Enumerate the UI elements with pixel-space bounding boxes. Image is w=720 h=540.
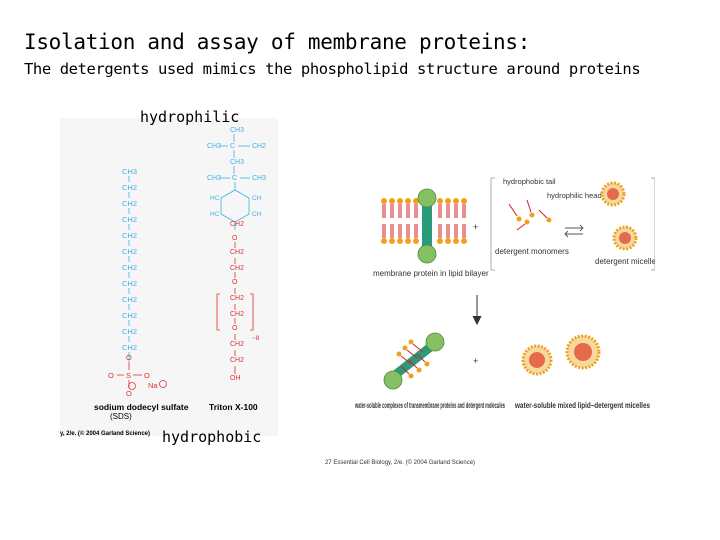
- sds-chain-atom: CH2: [122, 247, 137, 256]
- sds-chain-atom: CH2: [122, 215, 137, 224]
- right-figure-credit: 27 Essential Cell Biology, 2/e. (© 2004 …: [325, 459, 475, 466]
- svg-text:water-soluble mixed lipid–dete: water-soluble mixed lipid–detergent mice…: [514, 401, 650, 410]
- sds-abbrev: (SDS): [110, 412, 132, 421]
- svg-text:CH: CH: [252, 195, 262, 202]
- svg-text:Na: Na: [148, 381, 158, 390]
- triton-chain-atom: CH2: [230, 295, 244, 302]
- detergent-monomers-label: detergent monomers: [495, 247, 569, 256]
- svg-text:CH3: CH3: [230, 159, 244, 166]
- sds-chain-atom: CH2: [122, 327, 137, 336]
- mixed-micelles-label: water-soluble mixed lipid–detergent mice…: [514, 401, 650, 410]
- triton-chain-atom: OH: [230, 375, 241, 382]
- sds-sulfate-head: O S O O O Na: [108, 353, 167, 398]
- triton-chain-atom: CH2: [230, 249, 244, 256]
- sds-chain-atom: CH3: [122, 167, 137, 176]
- sds-chain: CH3 CH2 CH2 CH2 CH2 CH2 CH2 CH2 CH2 CH2 …: [122, 167, 137, 352]
- slide-subtitle: The detergents used mimics the phospholi…: [24, 60, 641, 78]
- detergent-monomers: [508, 199, 552, 231]
- svg-text:O: O: [144, 371, 150, 380]
- mixed-micelles: [521, 334, 601, 376]
- reaction-arrow: [472, 295, 482, 326]
- triton-chain-atom: O: [232, 235, 238, 242]
- detergent-structures-figure: CH3 CH2 CH2 CH2 CH2 CH2 CH2 CH2 CH2 CH2 …: [60, 118, 278, 437]
- detergent-micelle: [600, 181, 626, 207]
- svg-text:CH3: CH3: [207, 175, 221, 182]
- sds-name: sodium dodecyl sulfate: [94, 402, 189, 412]
- triton-chain: CH2 O CH2 CH2 O CH2 CH2 O CH2 CH2 OH ~8: [230, 221, 260, 382]
- sds-chain-atom: CH2: [122, 311, 137, 320]
- equilibrium-arrows: [564, 224, 584, 238]
- svg-text:water-soluble complexes of tra: water-soluble complexes of transmembrane…: [354, 401, 505, 410]
- triton-chain-atom: O: [232, 325, 238, 332]
- sds-chain-atom: CH2: [122, 279, 137, 288]
- detergent-monomers-box: [490, 177, 655, 271]
- hydrophilic-head-label: hydrophilic head: [547, 191, 602, 200]
- complexes-label: water-soluble complexes of transmembrane…: [354, 401, 505, 410]
- svg-text:HC: HC: [210, 195, 220, 202]
- svg-text:CH3: CH3: [252, 175, 266, 182]
- membrane-protein-label: membrane protein in lipid bilayer: [373, 269, 489, 278]
- svg-text:O: O: [108, 371, 114, 380]
- sds-chain-atom: CH2: [122, 231, 137, 240]
- triton-name: Triton X-100: [209, 402, 258, 412]
- svg-text:C: C: [230, 143, 235, 150]
- hydrophilic-label: hydrophilic: [140, 108, 240, 126]
- sds-chain-atom: CH2: [122, 183, 137, 192]
- triton-chain-atom: CH2: [230, 311, 244, 318]
- svg-text:CH: CH: [252, 211, 262, 218]
- svg-text:O: O: [126, 353, 132, 362]
- membrane-protein-bilayer: [380, 188, 468, 264]
- slide-title: Isolation and assay of membrane proteins…: [24, 30, 531, 54]
- sds-chain-atom: CH2: [122, 343, 137, 352]
- detergent-micelle: [612, 225, 638, 251]
- sds-chain-atom: CH2: [122, 295, 137, 304]
- triton-ring: HC CH HC CH: [210, 195, 262, 218]
- svg-text:HC: HC: [210, 211, 220, 218]
- left-figure-credit: y, 2/e. (© 2004 Garland Science): [60, 430, 150, 437]
- protein-detergent-complex: [383, 332, 445, 390]
- detergent-micelles-label: detergent micelles: [595, 257, 655, 266]
- solubilization-figure: membrane protein in lipid bilayer + hydr…: [325, 177, 655, 466]
- svg-text:CH3: CH3: [230, 127, 244, 134]
- triton-chain-atom: CH2: [230, 221, 244, 228]
- svg-text:CH3: CH3: [207, 143, 221, 150]
- triton-chain-atom: O: [232, 279, 238, 286]
- hydrophobic-tail-label: hydrophobic tail: [503, 177, 556, 186]
- plus-sign-top: +: [473, 222, 478, 232]
- triton-top: CH3 CH3 CH2 CH3 CH3 C C CH3: [207, 127, 266, 182]
- svg-text:O: O: [126, 389, 132, 398]
- svg-text:S: S: [126, 371, 131, 380]
- hydrophobic-label: hydrophobic: [162, 428, 262, 446]
- triton-chain-atom: CH2: [230, 341, 244, 348]
- svg-text:C: C: [232, 175, 237, 182]
- sds-chain-atom: CH2: [122, 199, 137, 208]
- svg-text:CH2: CH2: [252, 143, 266, 150]
- plus-sign-bottom: +: [473, 356, 478, 366]
- triton-chain-atom: CH2: [230, 265, 244, 272]
- triton-chain-atom: CH2: [230, 357, 244, 364]
- triton-repeat-count: ~8: [252, 335, 260, 342]
- sds-chain-atom: CH2: [122, 263, 137, 272]
